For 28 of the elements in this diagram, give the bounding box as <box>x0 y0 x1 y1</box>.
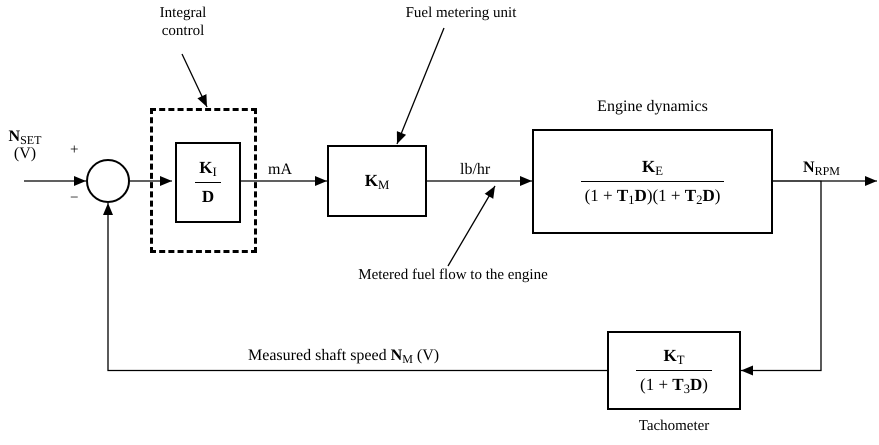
block-label: K$_{M}$ <box>364 170 390 194</box>
signal-arrow <box>24 176 86 186</box>
side-label: − <box>70 189 80 208</box>
numerator: K$_{I}$ <box>199 157 217 179</box>
leader-line <box>181 54 208 108</box>
edge-label: lb/hr <box>460 160 490 180</box>
edge-label: mA <box>268 160 292 180</box>
denominator: (1 + T$_{3}$D) <box>640 374 708 396</box>
numerator: K$_{E}$ <box>642 156 664 178</box>
signal-arrow <box>741 180 822 376</box>
edge-label: Measured shaft speed N$_{M}$ (V) <box>248 346 440 368</box>
leader-line <box>396 28 445 144</box>
signal-arrow <box>130 176 172 186</box>
annotation-text: Metered fuel flow to the engine <box>308 266 598 290</box>
denominator: (1 + T$_{1}$D)(1 + T$_{2}$D) <box>584 185 720 207</box>
signal-arrow <box>427 176 532 186</box>
signal-label: N$_{SET}$ (V) <box>8 128 42 162</box>
numerator: K$_{T}$ <box>663 345 684 367</box>
edge-label: N$_{RPM}$ <box>803 158 840 180</box>
dashed-boundary <box>150 108 257 253</box>
side-label: + <box>70 141 80 160</box>
block-heading: Engine dynamics <box>596 97 709 117</box>
signal-arrow <box>103 203 607 372</box>
denominator: D <box>202 186 214 208</box>
annotation-text: Fuel metering unit <box>386 4 536 28</box>
annotation-text: Integral control <box>142 4 224 52</box>
leader-line <box>447 186 496 266</box>
side-label: Tachometer <box>638 417 710 436</box>
